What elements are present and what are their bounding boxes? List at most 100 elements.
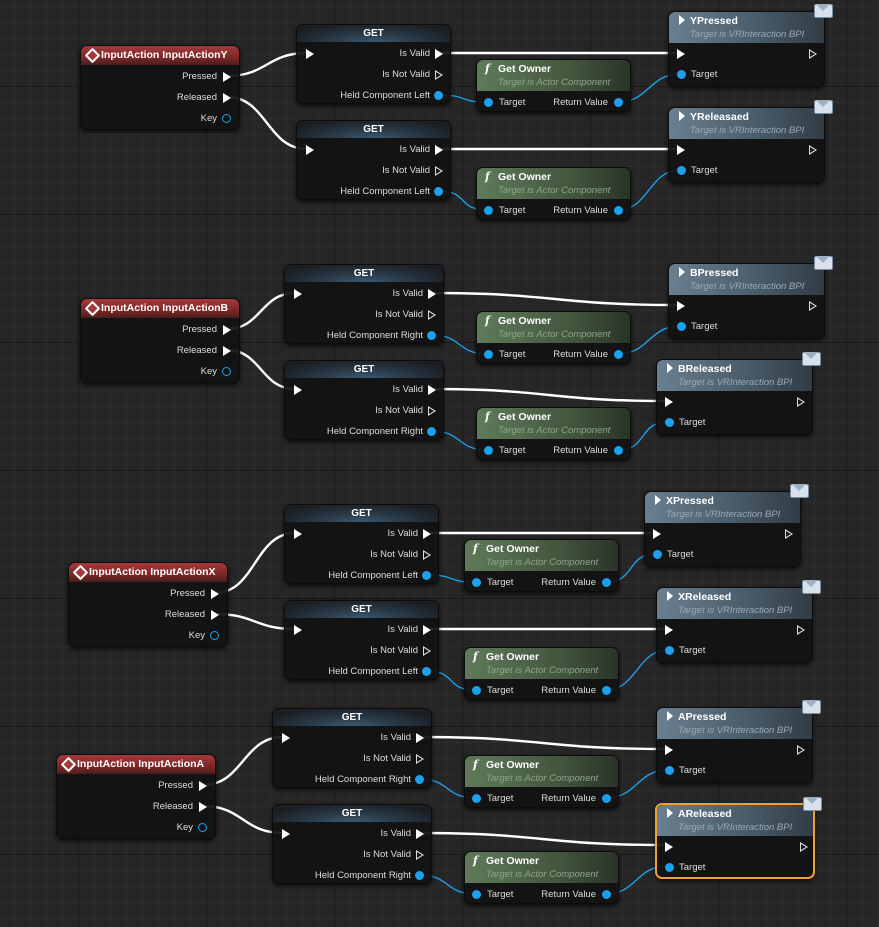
exec-out-pin[interactable] <box>809 145 817 155</box>
exec-out-pin[interactable] <box>809 301 817 311</box>
held-component-pin[interactable] <box>434 91 443 100</box>
key-struct-pin[interactable] <box>198 823 207 832</box>
return-value-pin[interactable] <box>602 578 611 587</box>
is-valid-exec-pin[interactable] <box>423 529 431 539</box>
exec-in-pin[interactable] <box>294 289 302 299</box>
held-component-pin[interactable] <box>415 871 424 880</box>
return-value-pin[interactable] <box>602 890 611 899</box>
held-component-pin[interactable] <box>422 667 431 676</box>
is-not-valid-exec-pin[interactable] <box>428 310 436 320</box>
exec-in-pin[interactable] <box>665 842 673 852</box>
exec-in-pin[interactable] <box>306 49 314 59</box>
return-value-pin[interactable] <box>602 794 611 803</box>
is-not-valid-exec-pin[interactable] <box>416 754 424 764</box>
target-pin[interactable] <box>472 578 481 587</box>
released-exec-pin[interactable] <box>199 802 207 812</box>
return-value-pin[interactable] <box>614 98 623 107</box>
released-exec-pin[interactable] <box>223 346 231 356</box>
is-valid-exec-pin[interactable] <box>416 733 424 743</box>
released-exec-pin[interactable] <box>211 610 219 620</box>
exec-in-pin[interactable] <box>282 733 290 743</box>
exec-out-pin[interactable] <box>809 49 817 59</box>
exec-in-pin[interactable] <box>294 385 302 395</box>
target-pin[interactable] <box>677 322 686 331</box>
exec-out-pin[interactable] <box>785 529 793 539</box>
key-struct-pin[interactable] <box>222 367 231 376</box>
target-pin[interactable] <box>472 686 481 695</box>
pressed-exec-pin[interactable] <box>211 589 219 599</box>
target-pin[interactable] <box>472 890 481 899</box>
exec-wire[interactable] <box>431 387 667 403</box>
return-value-pin[interactable] <box>614 446 623 455</box>
target-pin[interactable] <box>484 446 493 455</box>
return-value-pin[interactable] <box>614 206 623 215</box>
is-valid-exec-pin[interactable] <box>423 625 431 635</box>
exec-wire[interactable] <box>419 735 667 751</box>
released-exec-pin[interactable] <box>223 93 231 103</box>
return-value-pin[interactable] <box>614 350 623 359</box>
is-not-valid-exec-pin[interactable] <box>428 406 436 416</box>
is-not-valid-exec-pin[interactable] <box>435 166 443 176</box>
key-struct-pin[interactable] <box>222 114 231 123</box>
is-valid-exec-pin[interactable] <box>435 49 443 59</box>
exec-in-pin[interactable] <box>665 745 673 755</box>
exec-in-pin[interactable] <box>294 625 302 635</box>
target-pin[interactable] <box>665 418 674 427</box>
exec-out-pin[interactable] <box>800 842 808 852</box>
target-pin[interactable] <box>484 206 493 215</box>
is-not-valid-exec-pin[interactable] <box>423 646 431 656</box>
held-component-pin[interactable] <box>427 331 436 340</box>
exec-in-pin[interactable] <box>665 397 673 407</box>
exec-in-pin[interactable] <box>306 145 314 155</box>
target-pin[interactable] <box>665 766 674 775</box>
return-value-pin[interactable] <box>602 686 611 695</box>
held-component-pin[interactable] <box>427 427 436 436</box>
held-component-pin[interactable] <box>415 775 424 784</box>
pressed-exec-pin[interactable] <box>223 325 231 335</box>
key-struct-pin[interactable] <box>210 631 219 640</box>
target-pin[interactable] <box>677 70 686 79</box>
is-valid-exec-pin[interactable] <box>428 289 436 299</box>
exec-out-pin[interactable] <box>797 625 805 635</box>
exec-in-pin[interactable] <box>677 49 685 59</box>
target-pin[interactable] <box>653 550 662 559</box>
is-valid-exec-pin[interactable] <box>416 829 424 839</box>
is-not-valid-exec-pin[interactable] <box>416 850 424 860</box>
pressed-exec-pin[interactable] <box>223 72 231 82</box>
exec-wire[interactable] <box>419 831 666 847</box>
pressed-exec-pin[interactable] <box>199 781 207 791</box>
is-not-valid-exec-pin[interactable] <box>435 70 443 80</box>
exec-out-pin[interactable] <box>797 745 805 755</box>
exec-in-pin[interactable] <box>294 529 302 539</box>
is-valid-exec-pin[interactable] <box>435 145 443 155</box>
target-pin[interactable] <box>484 98 493 107</box>
exec-in-pin[interactable] <box>282 829 290 839</box>
is-valid-exec-pin[interactable] <box>428 385 436 395</box>
target-pin[interactable] <box>677 166 686 175</box>
held-component-pin[interactable] <box>434 187 443 196</box>
held-component-pin[interactable] <box>422 571 431 580</box>
is-not-valid-exec-pin[interactable] <box>423 550 431 560</box>
